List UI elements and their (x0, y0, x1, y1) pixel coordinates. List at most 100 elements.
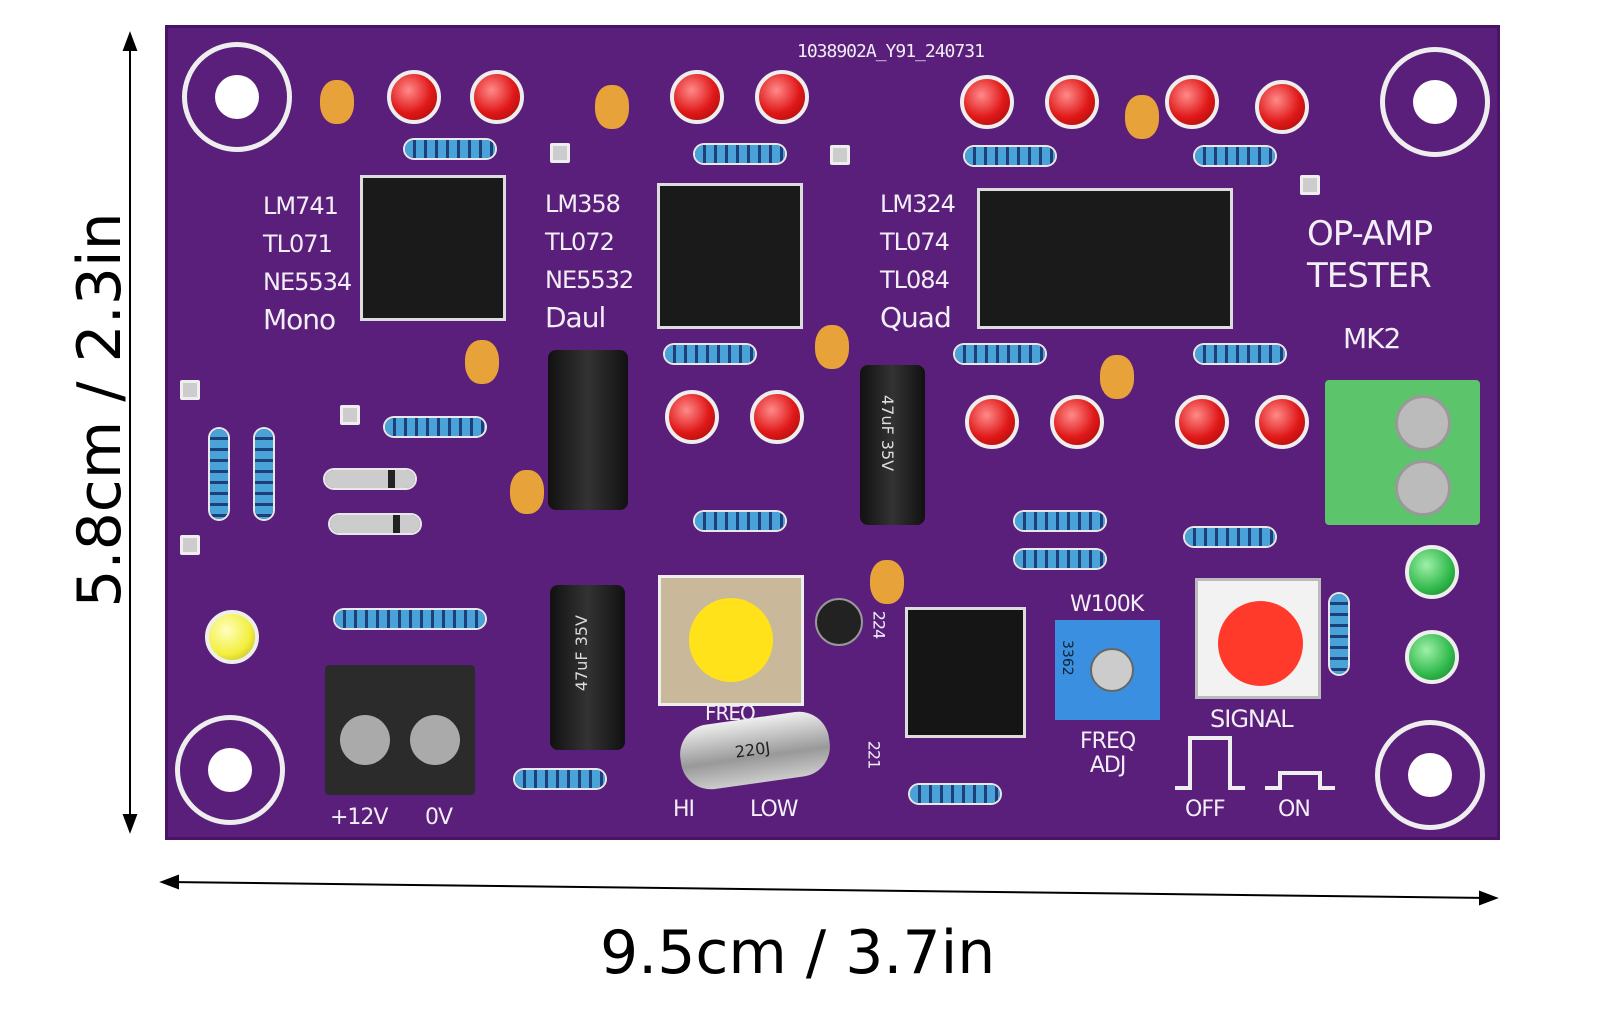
range-hi-label: HI (673, 797, 695, 822)
label-quad: Quad (880, 301, 952, 334)
quad-label-group: LM324 TL074 TL084 Quad (880, 185, 956, 337)
title-line-2: TESTER (1307, 256, 1432, 296)
ceramic-capacitor (510, 470, 544, 514)
serial-number: 1038902A_Y91_240731 (797, 41, 985, 62)
capacitor-marking: 47uF 35V (878, 395, 897, 472)
signal-button-label: SIGNAL (1210, 705, 1294, 733)
screw-icon[interactable] (1395, 395, 1451, 451)
red-led (1255, 80, 1309, 134)
pot-value-label: W100K (1070, 592, 1144, 617)
screw-icon[interactable] (340, 715, 390, 765)
test-pad (550, 143, 570, 163)
ref-224: 224 (869, 610, 889, 639)
pot-marking: 3362 (1059, 640, 1075, 676)
resistor (910, 785, 1000, 803)
label-lm358: LM358 (545, 190, 621, 218)
label-lm741: LM741 (263, 192, 339, 220)
red-led (755, 70, 809, 124)
red-button-cap[interactable] (1218, 601, 1303, 686)
pot-label-line-2: ADJ (1089, 753, 1126, 778)
resistor (695, 512, 785, 530)
resistor (515, 770, 605, 788)
switch-state-symbols (1175, 736, 1335, 790)
mounting-hole (1380, 47, 1490, 157)
freq-button[interactable] (658, 575, 804, 706)
red-led (470, 70, 524, 124)
red-led (670, 70, 724, 124)
resistor (665, 345, 755, 363)
red-led (387, 70, 441, 124)
resistor (255, 429, 273, 519)
electrolytic-capacitor (548, 350, 628, 510)
version-label: MK2 (1343, 322, 1401, 355)
mono-ic-socket[interactable] (360, 175, 506, 321)
height-dimension: 5.8cm / 2.3in (65, 212, 135, 608)
inductor-marking: 220J (733, 737, 772, 762)
test-pad (180, 380, 200, 400)
red-led (1045, 75, 1099, 129)
yellow-button-cap[interactable] (689, 598, 773, 682)
red-led (1165, 75, 1219, 129)
resistor (1195, 345, 1285, 363)
red-led (1175, 395, 1229, 449)
ceramic-capacitor (465, 340, 499, 384)
electrolytic-capacitor: 47uF 35V (860, 365, 925, 525)
resistor (385, 418, 485, 436)
test-pad (180, 535, 200, 555)
resistor (695, 145, 785, 163)
dip8-ic (905, 607, 1026, 738)
ceramic-capacitor (595, 85, 629, 129)
switch-on-label: ON (1278, 797, 1311, 822)
resistor (1015, 550, 1105, 568)
label-ne5532: NE5532 (545, 266, 634, 294)
width-dimension: 9.5cm / 3.7in (600, 918, 996, 988)
resistor (1015, 512, 1105, 530)
green-led (1405, 630, 1459, 684)
trimmer-screw-icon[interactable] (1090, 648, 1134, 692)
ceramic-capacitor (870, 560, 904, 604)
red-led (1050, 395, 1104, 449)
output-terminal-block[interactable] (1325, 380, 1480, 525)
red-led (960, 75, 1014, 129)
label-lm324: LM324 (880, 190, 956, 218)
yellow-power-led (205, 610, 259, 664)
red-led (750, 390, 804, 444)
label-ne5534: NE5534 (263, 268, 352, 296)
green-led (1405, 545, 1459, 599)
mounting-hole (175, 715, 285, 825)
test-pad (1300, 175, 1320, 195)
power-terminal-block[interactable] (325, 665, 475, 795)
quad-ic-socket[interactable] (977, 188, 1233, 329)
pot-label: FREQ ADJ (1080, 729, 1136, 778)
electrolytic-capacitor: 47uF 35V (550, 585, 625, 750)
signal-button[interactable] (1195, 578, 1321, 699)
label-tl084: TL084 (880, 266, 950, 294)
screw-icon[interactable] (410, 715, 460, 765)
red-led (665, 390, 719, 444)
label-tl074: TL074 (880, 228, 950, 256)
ref-221: 221 (864, 740, 884, 769)
dual-ic-socket[interactable] (657, 183, 803, 329)
label-tl071: TL071 (263, 230, 333, 258)
test-pad (830, 145, 850, 165)
title-line-1: OP-AMP (1307, 214, 1433, 254)
board-title: OP-AMP TESTER (1307, 213, 1433, 297)
red-led (1255, 395, 1309, 449)
resistor (1195, 147, 1275, 165)
screw-icon[interactable] (1395, 460, 1451, 516)
resistor (335, 610, 485, 628)
switch-off-label: OFF (1185, 797, 1226, 822)
power-zero-label: 0V (425, 805, 453, 830)
power-plus-label: +12V (330, 805, 388, 830)
ceramic-capacitor (1100, 355, 1134, 399)
freq-adjust-potentiometer[interactable]: 3362 (1055, 620, 1160, 720)
small-capacitor (815, 598, 863, 646)
mounting-hole (182, 42, 292, 152)
label-tl072: TL072 (545, 228, 615, 256)
ceramic-capacitor (1125, 95, 1159, 139)
pot-label-line-1: FREQ (1080, 729, 1136, 754)
resistor (210, 429, 228, 519)
resistor (955, 345, 1045, 363)
red-led (965, 395, 1019, 449)
